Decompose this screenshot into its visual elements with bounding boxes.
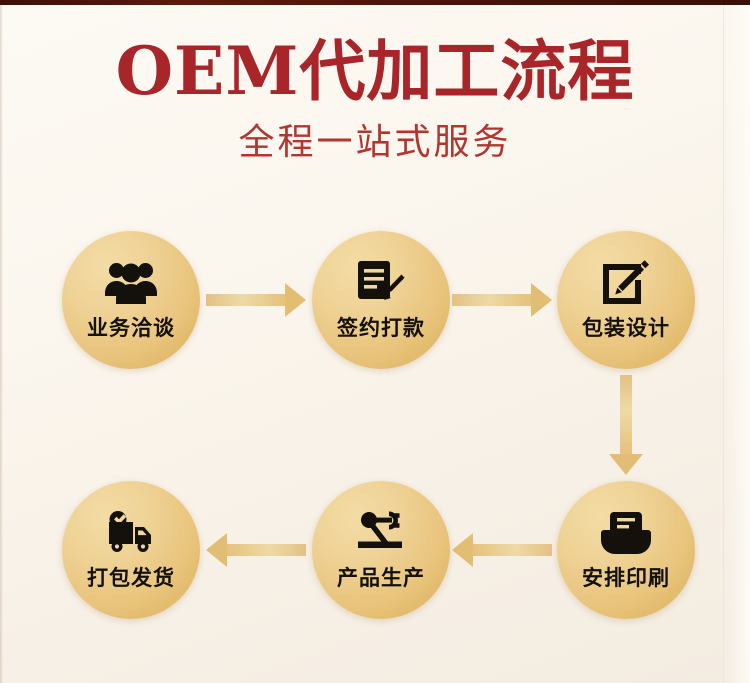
arrow-shaft: [473, 544, 552, 556]
right-edge-shade: [723, 5, 750, 683]
arrow-down-1: [609, 375, 643, 475]
flow-node-label: 包装设计: [582, 316, 670, 340]
arrow-shaft: [620, 375, 632, 454]
flow-node-packing-shipping[interactable]: 打包发货: [62, 481, 200, 619]
people-group-icon: [104, 258, 158, 308]
arrow-right-1: [206, 283, 306, 317]
robot-arm-icon: [354, 508, 408, 558]
page-title: OEM代加工流程: [115, 32, 635, 110]
flow-node-production[interactable]: 产品生产: [312, 481, 450, 619]
arrow-left-2: [206, 533, 306, 567]
arrow-shaft: [227, 544, 306, 556]
flow-node-business-negotiation[interactable]: 业务洽谈: [62, 231, 200, 369]
arrow-head-right-icon: [285, 283, 306, 317]
flow-node-label: 打包发货: [87, 566, 175, 590]
delivery-truck-check-icon: [104, 508, 158, 558]
arrow-head-down-icon: [609, 454, 643, 475]
printer-icon: [599, 508, 653, 558]
top-accent-bar: [0, 0, 750, 5]
arrow-head-left-icon: [452, 533, 473, 567]
arrow-head-right-icon: [531, 283, 552, 317]
flow-node-contract-payment[interactable]: 签约打款: [312, 231, 450, 369]
flow-node-label: 安排印刷: [582, 566, 670, 590]
flow-node-label: 签约打款: [337, 316, 425, 340]
poster-heading: OEM代加工流程 全程一站式服务: [0, 32, 750, 164]
arrow-shaft: [452, 294, 531, 306]
arrow-head-left-icon: [206, 533, 227, 567]
contract-signing-icon: [354, 258, 408, 308]
flow-node-label: 业务洽谈: [87, 316, 175, 340]
arrow-left-1: [452, 533, 552, 567]
flow-node-label: 产品生产: [337, 566, 425, 590]
flow-node-arrange-printing[interactable]: 安排印刷: [557, 481, 695, 619]
flow-node-package-design[interactable]: 包装设计: [557, 231, 695, 369]
left-edge-shade: [0, 5, 3, 683]
page-subtitle: 全程一站式服务: [238, 122, 512, 164]
arrow-shaft: [206, 294, 285, 306]
arrow-right-2: [452, 283, 552, 317]
pencil-square-edit-icon: [599, 258, 653, 308]
